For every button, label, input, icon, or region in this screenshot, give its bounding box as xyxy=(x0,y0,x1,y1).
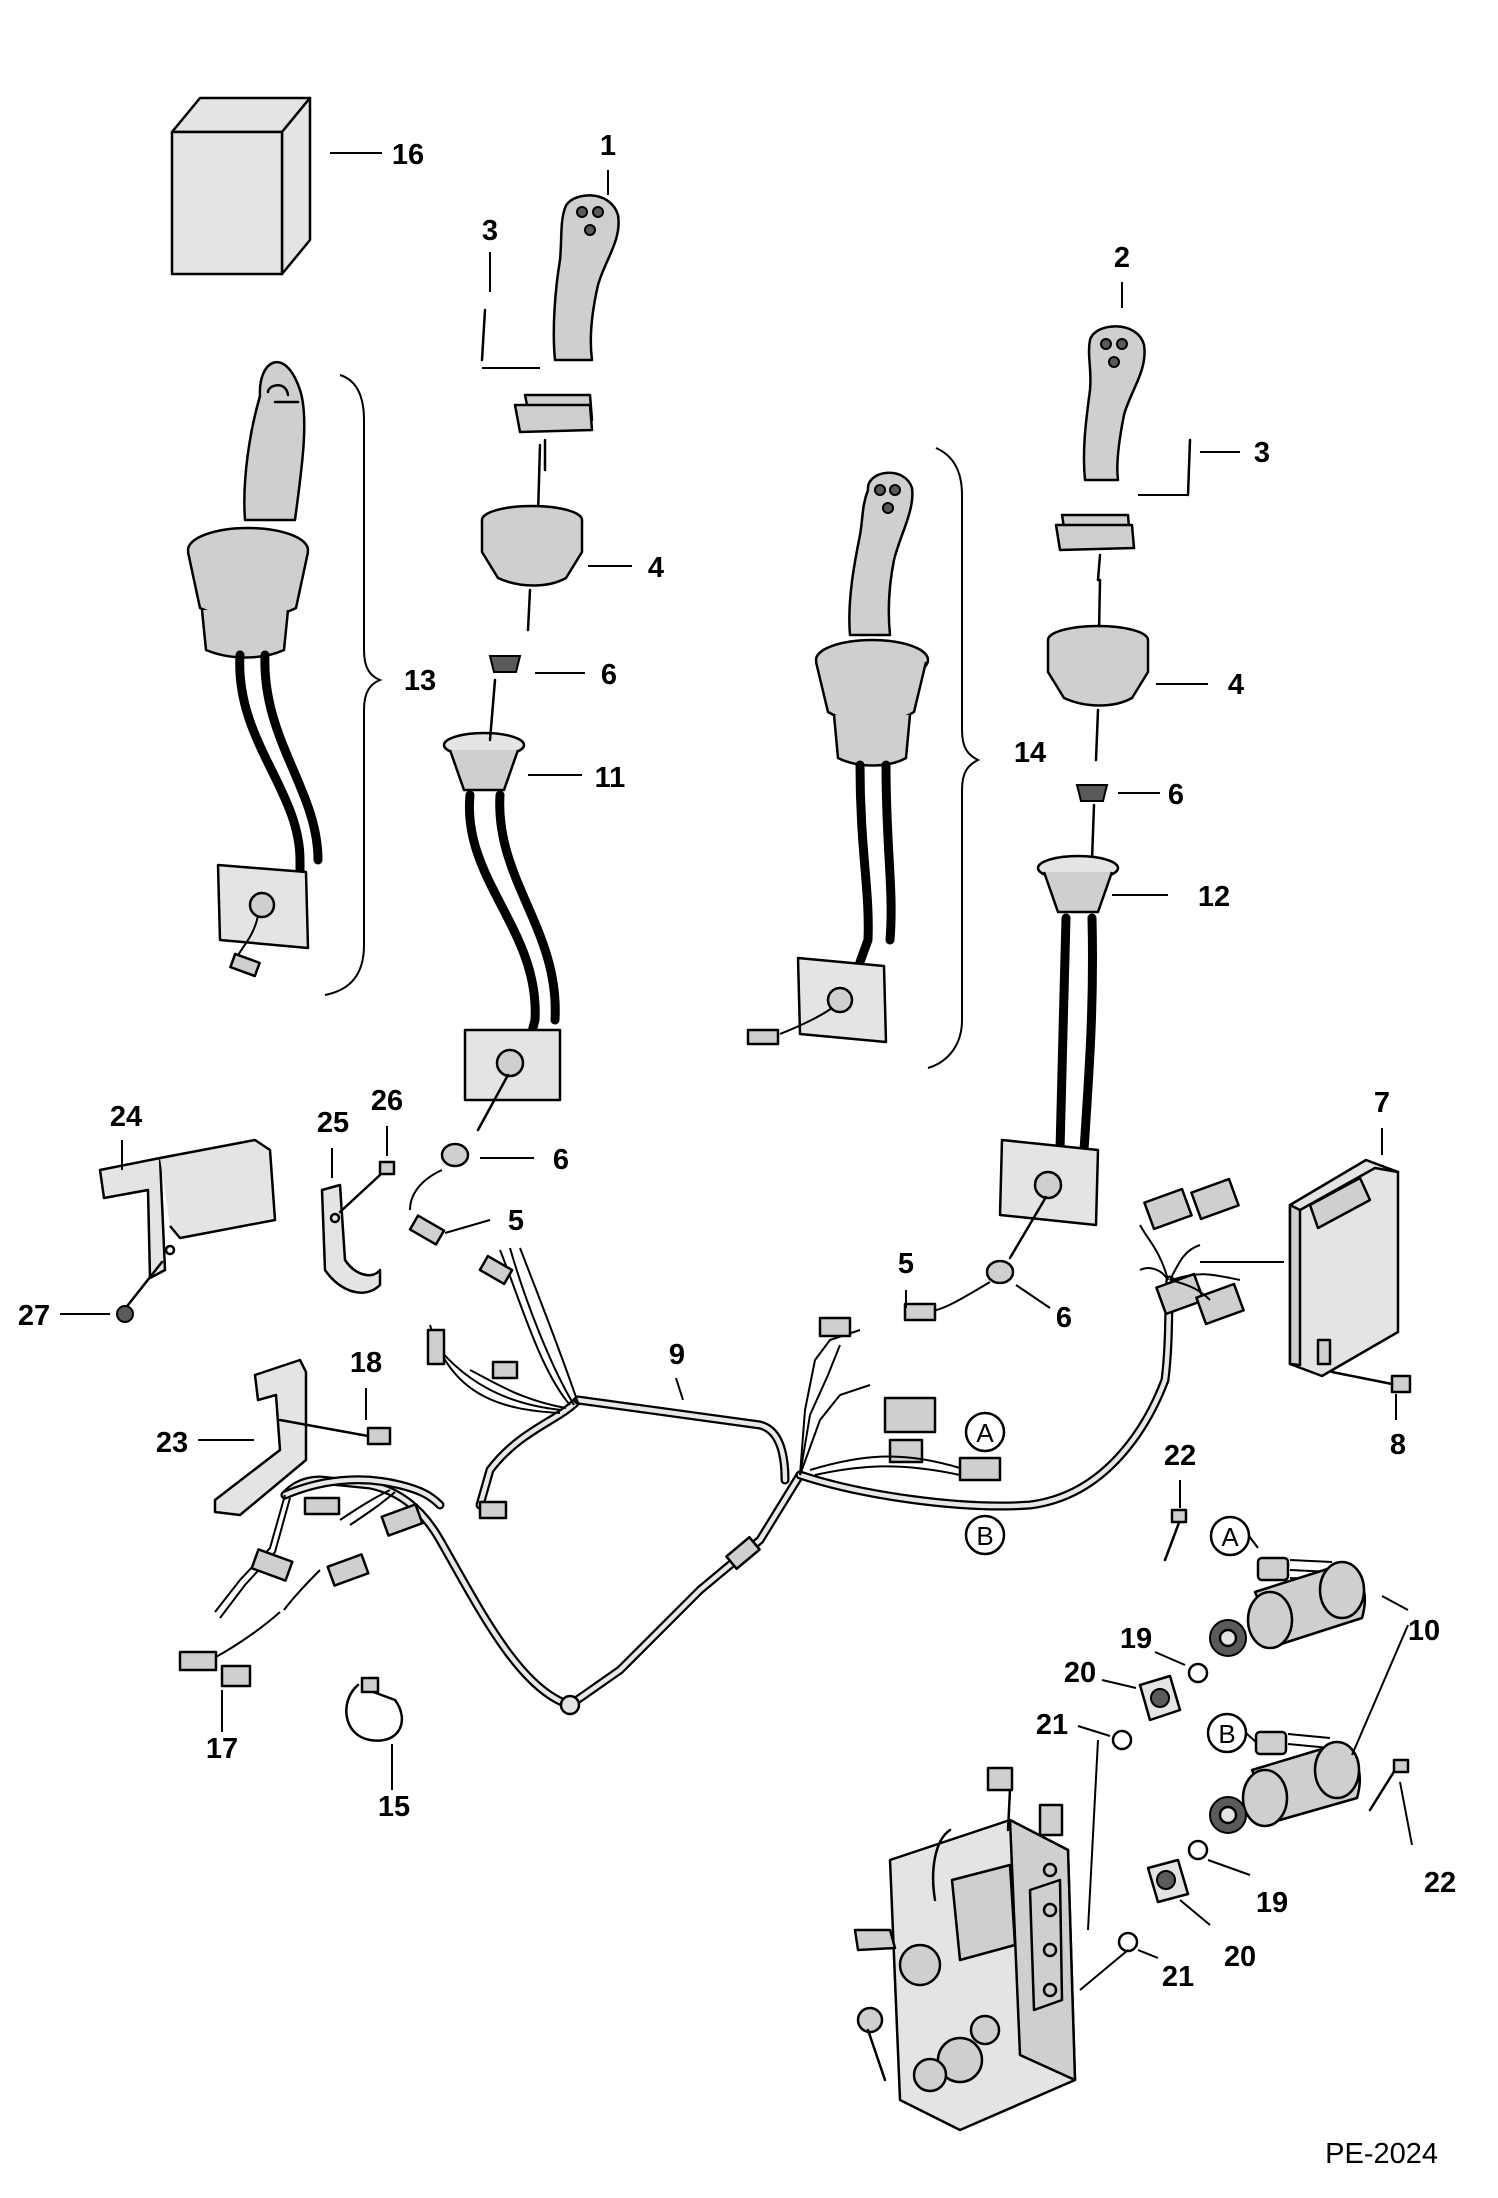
part-9-main-harness xyxy=(280,1247,1175,1716)
part-6-nut-right-upper xyxy=(1075,784,1160,802)
harness-connection-labels xyxy=(964,1411,1006,1556)
callout-15: 15 xyxy=(378,1791,410,1823)
part-6-grommet-left-lower xyxy=(440,1142,534,1168)
callout-3-left: 3 xyxy=(482,215,498,247)
part-17-sub-harness xyxy=(178,1475,445,1732)
callout-16: 16 xyxy=(392,139,424,171)
part-7-controller xyxy=(1288,1128,1400,1378)
part-20-fitting-upper xyxy=(1101,1674,1182,1722)
connection-a-valve: A xyxy=(1221,1522,1239,1552)
callout-22-lower: 22 xyxy=(1424,1867,1456,1899)
part-27-nut xyxy=(60,1260,164,1323)
callout-27: 27 xyxy=(18,1300,50,1332)
callout-24: 24 xyxy=(110,1101,142,1133)
callout-25: 25 xyxy=(317,1107,349,1139)
callout-13: 13 xyxy=(404,665,436,697)
callout-12: 12 xyxy=(1198,881,1230,913)
callout-21-lower: 21 xyxy=(1162,1961,1194,1993)
callout-4-left: 4 xyxy=(648,552,664,584)
part-5-connector-right xyxy=(903,1281,991,1322)
callout-2: 2 xyxy=(1114,242,1130,274)
callout-20-upper: 20 xyxy=(1064,1657,1096,1689)
callout-19-upper: 19 xyxy=(1120,1623,1152,1655)
control-valve xyxy=(853,1766,1077,2132)
part-16-box xyxy=(170,96,382,276)
callout-5-left: 5 xyxy=(508,1205,524,1237)
callout-4-right: 4 xyxy=(1228,669,1244,701)
part-13-joystick-assembly-left xyxy=(186,360,383,996)
part-19-oring-lower xyxy=(1187,1839,1251,1876)
part-8-bolt xyxy=(1330,1370,1412,1420)
part-5-connector-left xyxy=(408,1169,491,1246)
part-6-grommet-right-lower xyxy=(985,1259,1051,1309)
part-3-screw-left xyxy=(480,252,491,362)
callout-6-right-lower: 6 xyxy=(1056,1302,1072,1334)
connection-markers: A B A B xyxy=(976,1418,1259,1754)
part-26-bolt xyxy=(338,1126,396,1214)
part-19-oring-upper xyxy=(1154,1651,1209,1684)
part-3-screw-right xyxy=(1186,438,1240,497)
part-25-bracket xyxy=(320,1148,382,1294)
part-2-joystick-handle-right xyxy=(1054,282,1188,582)
connection-b-harness: B xyxy=(976,1521,993,1551)
part-10-solenoid-upper xyxy=(1209,1556,1409,1657)
callout-20-lower: 20 xyxy=(1224,1941,1256,1973)
part-1-joystick-handle-left xyxy=(482,170,620,472)
part-6-nut-left-upper xyxy=(488,655,585,674)
part-12-joystick-tube-right xyxy=(1036,803,1168,1175)
callout-19-lower: 19 xyxy=(1256,1887,1288,1919)
alignment-lines xyxy=(1079,1739,1129,1991)
mount-plate-left xyxy=(463,1028,562,1132)
part-22-bolt-upper xyxy=(1163,1480,1188,1562)
part-14-joystick-assembly-right xyxy=(746,447,981,1069)
document-code: PE-2024 xyxy=(1325,2138,1438,2170)
callout-23: 23 xyxy=(156,1427,188,1459)
callout-22-upper: 22 xyxy=(1164,1440,1196,1472)
callout-21-upper: 21 xyxy=(1036,1709,1068,1741)
part-7-module-harness xyxy=(1139,1177,1284,1326)
part-20-fitting-lower xyxy=(1146,1858,1211,1926)
callout-labels: 1 2 3 3 4 4 5 5 6 6 6 6 7 8 9 10 11 12 1… xyxy=(18,130,1456,1993)
connection-a-harness: A xyxy=(976,1418,994,1448)
callout-14: 14 xyxy=(1014,737,1046,769)
part-24-bracket xyxy=(98,1138,277,1280)
callout-17: 17 xyxy=(206,1733,238,1765)
callout-11: 11 xyxy=(595,762,626,794)
part-23-bracket xyxy=(198,1358,308,1517)
callout-26: 26 xyxy=(371,1085,403,1117)
part-11-joystick-tube-left xyxy=(442,678,582,1045)
part-4-boot-right xyxy=(1046,578,1208,762)
mount-plate-right xyxy=(998,1138,1100,1260)
callout-6-left-upper: 6 xyxy=(601,659,617,691)
callout-10: 10 xyxy=(1408,1615,1440,1647)
callout-18: 18 xyxy=(350,1347,382,1379)
part-21-oring-lower xyxy=(1117,1931,1159,1959)
callout-8: 8 xyxy=(1390,1429,1406,1461)
callout-1: 1 xyxy=(600,130,616,162)
callout-9: 9 xyxy=(669,1339,685,1371)
callout-6-right-upper: 6 xyxy=(1168,779,1184,811)
callout-7: 7 xyxy=(1374,1087,1390,1119)
part-15-cable-tie xyxy=(345,1676,404,1790)
callout-3-right: 3 xyxy=(1254,437,1270,469)
part-18-bolt xyxy=(278,1388,392,1446)
part-4-boot-left xyxy=(480,443,632,632)
callout-6-left-lower: 6 xyxy=(553,1144,569,1176)
part-21-oring-upper xyxy=(1077,1725,1133,1751)
callout-5-right: 5 xyxy=(898,1248,914,1280)
part-10-solenoid-lower xyxy=(1209,1624,1409,1834)
connection-b-valve: B xyxy=(1218,1719,1235,1749)
part-22-bolt-lower xyxy=(1368,1758,1413,1846)
